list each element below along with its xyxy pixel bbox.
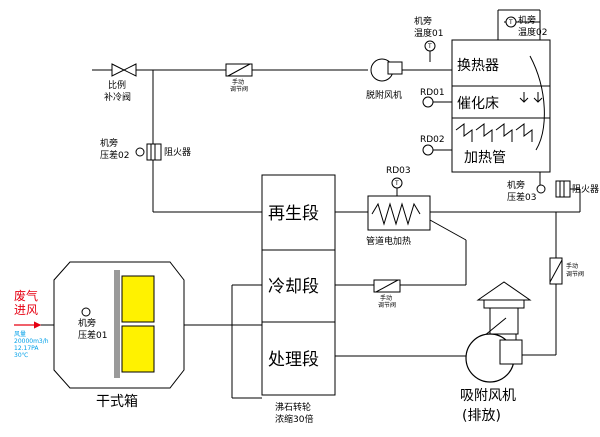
bypass-temp02: T 机旁 温度02 xyxy=(505,14,547,38)
desorption-fan-label: 脱附风机 xyxy=(366,89,402,101)
pressure-gauge-icon xyxy=(536,184,546,194)
readout-line3: 12.17PA xyxy=(14,345,39,352)
flow-arrows-icon xyxy=(519,55,545,151)
manual-valve-top-line1: 手动 xyxy=(232,78,244,86)
duct-heater-label: 管道电加热 xyxy=(366,235,411,247)
bypass-dp02-line2: 压差02 xyxy=(100,149,129,161)
manual-valve-right: 手动 调节阀 xyxy=(549,257,584,285)
zeolite-rotor: 再生段 冷却段 处理段 沸石转轮 浓缩30倍 xyxy=(261,174,336,425)
manual-valve-mid: 手动 调节阀 xyxy=(373,279,401,309)
bypass-dp01-line2: 压差01 xyxy=(78,329,107,341)
damper-icon xyxy=(375,279,399,293)
readout-line2: 20000m3/h xyxy=(14,338,49,345)
thermometer-icon xyxy=(424,40,436,52)
bypass-dp02-line1: 机旁 xyxy=(100,137,118,149)
regeneration-label: 再生段 xyxy=(268,204,319,224)
bypass-temp02-line1: 机旁 xyxy=(518,14,536,26)
proportional-valve: 比例 补冷阀 xyxy=(104,63,137,103)
waste-gas-inlet: 废气 进风 风量 20000m3/h 12.17PA 30℃ xyxy=(14,288,49,359)
bypass-dp03: 机旁 压差03 xyxy=(507,179,546,203)
bypass-dp01-line1: 机旁 xyxy=(78,317,96,329)
catalytic-unit: 换热器 催化床 加热管 xyxy=(451,39,551,173)
bypass-temp02-line2: 温度02 xyxy=(518,26,547,38)
duct-heater: RD03 T 管道电加热 xyxy=(366,166,431,247)
heating-coils-icon xyxy=(455,123,533,142)
waste-gas-line1: 废气 xyxy=(14,288,38,303)
pressure-gauge-icon xyxy=(135,147,145,157)
desorption-fan: 脱附风机 xyxy=(366,58,403,101)
flame-arrester-left: 阻火器 xyxy=(146,143,191,161)
pressure-gauge-icon xyxy=(81,307,91,317)
readout-line1: 风量 xyxy=(14,331,26,338)
proportional-valve-line1: 比例 xyxy=(108,79,126,91)
thermometer-icon xyxy=(505,16,517,28)
adsorption-fan: 吸附风机 (排放) xyxy=(460,281,532,424)
rd01-label: RD01 xyxy=(420,88,445,98)
rd02-sensor: RD02 xyxy=(420,135,452,156)
rotor-caption-line1: 沸石转轮 xyxy=(275,401,311,413)
flame-arrester-right-label: 阻火器 xyxy=(572,184,599,195)
waste-gas-line2: 进风 xyxy=(14,303,38,317)
valve-icon xyxy=(111,63,126,77)
manual-valve-mid-line1: 手动 xyxy=(380,294,392,302)
filter-frame-grey xyxy=(114,270,120,378)
svg-text:T: T xyxy=(394,180,399,187)
dry-box-label: 干式箱 xyxy=(96,394,138,410)
heat-exchanger-label: 换热器 xyxy=(457,57,499,74)
proportional-valve-line2: 补冷阀 xyxy=(104,91,131,103)
exhaust-hood-icon xyxy=(476,281,532,301)
rd03-label: RD03 xyxy=(386,166,411,176)
bypass-temp01-line2: 温度01 xyxy=(414,27,443,39)
adsorption-fan-line2: (排放) xyxy=(462,408,501,424)
svg-text:T: T xyxy=(427,43,432,50)
readout-line4: 30℃ xyxy=(14,352,29,359)
bypass-dp03-line2: 压差03 xyxy=(507,191,536,203)
bypass-temp01-line1: 机旁 xyxy=(414,15,432,27)
temperature-probe-icon xyxy=(422,96,434,108)
heating-tube-label: 加热管 xyxy=(464,150,506,166)
adsorption-fan-line1: 吸附风机 xyxy=(460,388,516,404)
manual-valve-top: 手动 调节阀 xyxy=(225,63,253,93)
heater-coil-icon xyxy=(371,202,421,226)
damper-icon xyxy=(227,63,251,77)
flame-arrester-icon xyxy=(146,143,162,161)
treatment-label: 处理段 xyxy=(268,350,319,370)
catalytic-bed-label: 催化床 xyxy=(457,96,499,112)
bypass-temp01: 机旁 温度01 T xyxy=(414,15,443,52)
damper-icon xyxy=(549,259,563,283)
bypass-dp03-line1: 机旁 xyxy=(507,179,525,191)
bypass-dp02: 机旁 压差02 xyxy=(100,137,145,161)
manual-valve-top-line2: 调节阀 xyxy=(230,85,248,93)
filter-panel-lower xyxy=(121,325,155,373)
flame-arrester-icon xyxy=(555,180,571,198)
rd01-sensor: RD01 xyxy=(420,88,452,108)
svg-text:T: T xyxy=(508,19,513,26)
filter-panel-upper xyxy=(121,275,155,323)
rotor-caption-line2: 浓缩30倍 xyxy=(275,413,313,425)
cooling-label: 冷却段 xyxy=(268,277,319,297)
rd02-label: RD02 xyxy=(420,135,445,145)
manual-valve-right-line2: 调节阀 xyxy=(566,270,584,278)
manual-valve-right-line1: 手动 xyxy=(566,262,578,270)
dry-box: 机旁 压差01 干式箱 xyxy=(53,261,185,410)
flame-arrester-left-label: 阻火器 xyxy=(164,147,191,158)
temperature-probe-icon xyxy=(422,144,434,156)
flame-arrester-right: 阻火器 xyxy=(555,180,599,198)
manual-valve-mid-line2: 调节阀 xyxy=(378,301,396,309)
